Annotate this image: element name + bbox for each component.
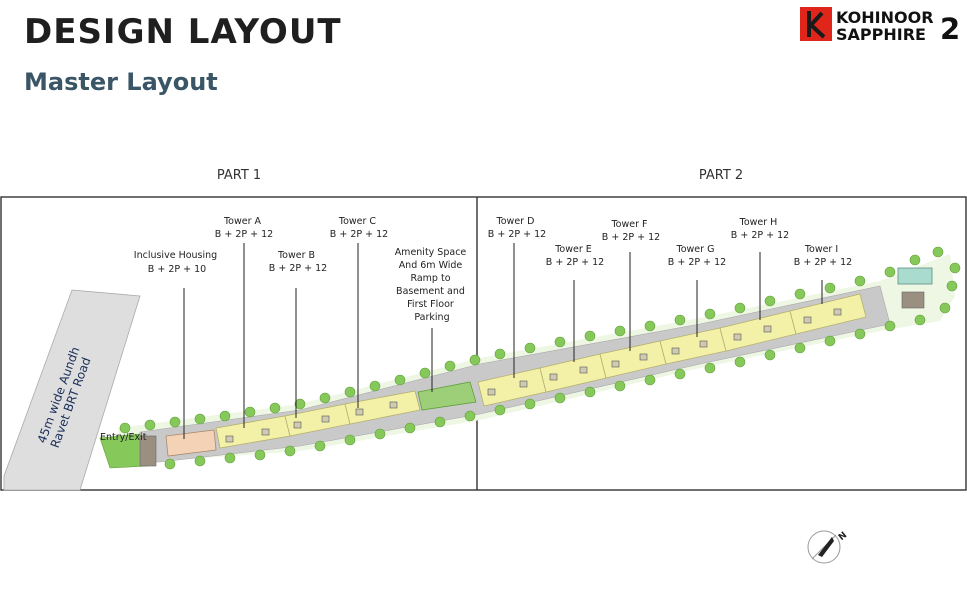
tower-c-block: [344, 390, 421, 425]
entry-exit-label: Entry/Exit: [100, 432, 147, 443]
tower-i-block: [789, 293, 867, 335]
part-1-label: PART 1: [216, 168, 262, 183]
callout-tower-b: Tower B B + 2P + 12: [269, 250, 327, 274]
logo-line-2: SAPPHIRE: [836, 25, 926, 44]
leader-lines: [183, 243, 823, 439]
page-title: DESIGN LAYOUT: [24, 12, 342, 52]
callout-tower-d: Tower D B + 2P + 12: [488, 216, 546, 240]
end-gate: [901, 291, 925, 309]
main-road: [3, 289, 141, 491]
logo-k-icon: [800, 7, 832, 41]
brand-logo: KOHINOOR SAPPHIRE 2: [800, 7, 960, 47]
unit-markers: [225, 308, 842, 443]
callout-amenity-space: Amenity Space And 6m Wide Ramp to Baseme…: [395, 247, 470, 323]
callout-tower-a: Tower A B + 2P + 12: [215, 216, 273, 240]
plan-frame: [0, 196, 967, 491]
towers-part-2: [477, 293, 867, 407]
site-plan: 45m wide Aundh Ravet BRT Road: [0, 196, 967, 491]
callout-tower-h: Tower H B + 2P + 12: [731, 217, 789, 241]
logo-line-1: KOHINOOR: [836, 8, 934, 27]
callout-tower-f: Tower F B + 2P + 12: [602, 219, 660, 243]
tree-row-top: [119, 246, 944, 434]
callout-tower-g: Tower G B + 2P + 12: [668, 244, 726, 268]
callout-inclusive-housing: Inclusive Housing B + 2P + 10: [134, 250, 220, 275]
logo-text: KOHINOOR SAPPHIRE: [836, 9, 934, 43]
entry-gate: [139, 435, 157, 467]
page-subtitle: Master Layout: [24, 68, 218, 96]
inclusive-housing-block: [165, 429, 217, 457]
logo-number: 2: [940, 12, 961, 46]
callout-tower-e: Tower E B + 2P + 12: [546, 244, 604, 268]
north-compass-icon: N: [807, 530, 849, 564]
tree-row-bottom: [164, 262, 961, 470]
part-2-label: PART 2: [698, 168, 744, 183]
callout-tower-i: Tower I B + 2P + 12: [794, 244, 852, 268]
callout-tower-c: Tower C B + 2P + 12: [330, 216, 388, 240]
amenity-space: [417, 381, 477, 411]
clubhouse-pool: [897, 267, 933, 285]
